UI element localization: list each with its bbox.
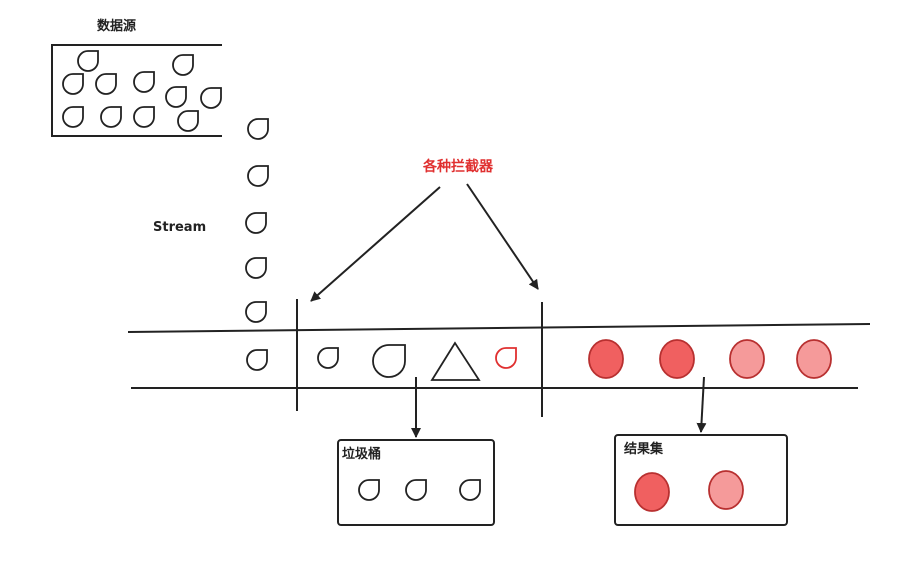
stream-items [245,118,269,371]
interceptors-label: 各种拦截器 [423,159,493,175]
stream-item [245,301,267,323]
result-circle-dark [659,339,695,379]
pipe-item-red [495,347,517,369]
data-item [133,71,155,93]
trash-item [405,479,427,501]
data-item [77,50,99,72]
result-set-circle-dark [634,472,670,512]
data-item [62,73,84,95]
data-source-label: 数据源 [97,19,137,34]
data-source-box [51,44,222,137]
data-item [177,110,199,132]
result-circle-light [729,339,765,379]
result-set-label: 结果集 [624,442,664,457]
stream-item [247,118,269,140]
data-item [200,87,222,109]
pipe-top-line [127,323,871,333]
result-arrow [696,376,707,433]
data-item [172,54,194,76]
data-source-items [62,50,222,132]
data-item [100,106,122,128]
trash-item [459,479,481,501]
stream-label: Stream [153,220,207,235]
result-circle-light [796,339,832,379]
pipe-item [317,347,339,369]
stream-item [247,165,269,187]
triangle-item [430,341,481,381]
stream-item [246,349,268,371]
data-item [62,106,84,128]
interceptor-arrow-left [310,186,441,302]
stream-item [245,257,267,279]
data-item [133,106,155,128]
result-circle-dark [588,339,624,379]
stream-item [245,212,267,234]
data-item [95,73,117,95]
interceptor-arrow-right [466,183,539,290]
pipe-item-large [372,344,406,378]
trash-item [358,479,380,501]
result-set-circle-light [708,470,744,510]
data-item [165,86,187,108]
trash-bin-label: 垃圾桶 [342,447,382,462]
